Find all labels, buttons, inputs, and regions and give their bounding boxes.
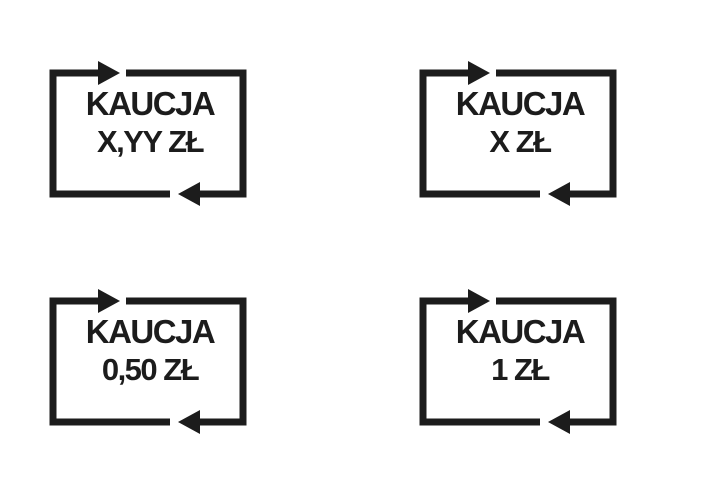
deposit-badge-1: KAUCJA 1 ZŁ: [419, 288, 620, 434]
deposit-amount: 1 ZŁ: [491, 352, 550, 387]
deposit-label: KAUCJA X,YY ZŁ: [60, 84, 240, 160]
deposit-badge-x: KAUCJA X ZŁ: [419, 60, 620, 206]
deposit-badge-050: KAUCJA 0,50 ZŁ: [49, 288, 250, 434]
deposit-title: KAUCJA: [85, 85, 216, 122]
deposit-label: KAUCJA X ZŁ: [430, 84, 610, 160]
deposit-return-arrows-icon: [49, 61, 247, 206]
deposit-badge-xyy: KAUCJA X,YY ZŁ: [49, 60, 250, 206]
deposit-return-arrows-icon: [419, 289, 617, 434]
deposit-return-arrows-icon: [419, 61, 617, 206]
deposit-title: KAUCJA: [455, 313, 586, 350]
deposit-label: KAUCJA 1 ZŁ: [430, 312, 610, 388]
deposit-title: KAUCJA: [455, 85, 586, 122]
deposit-return-arrows-icon: [49, 289, 247, 434]
deposit-title: KAUCJA: [85, 313, 216, 350]
deposit-label: KAUCJA 0,50 ZŁ: [60, 312, 240, 388]
deposit-amount: 0,50 ZŁ: [101, 352, 200, 387]
deposit-amount: X ZŁ: [489, 124, 552, 159]
deposit-amount: X,YY ZŁ: [96, 124, 205, 159]
